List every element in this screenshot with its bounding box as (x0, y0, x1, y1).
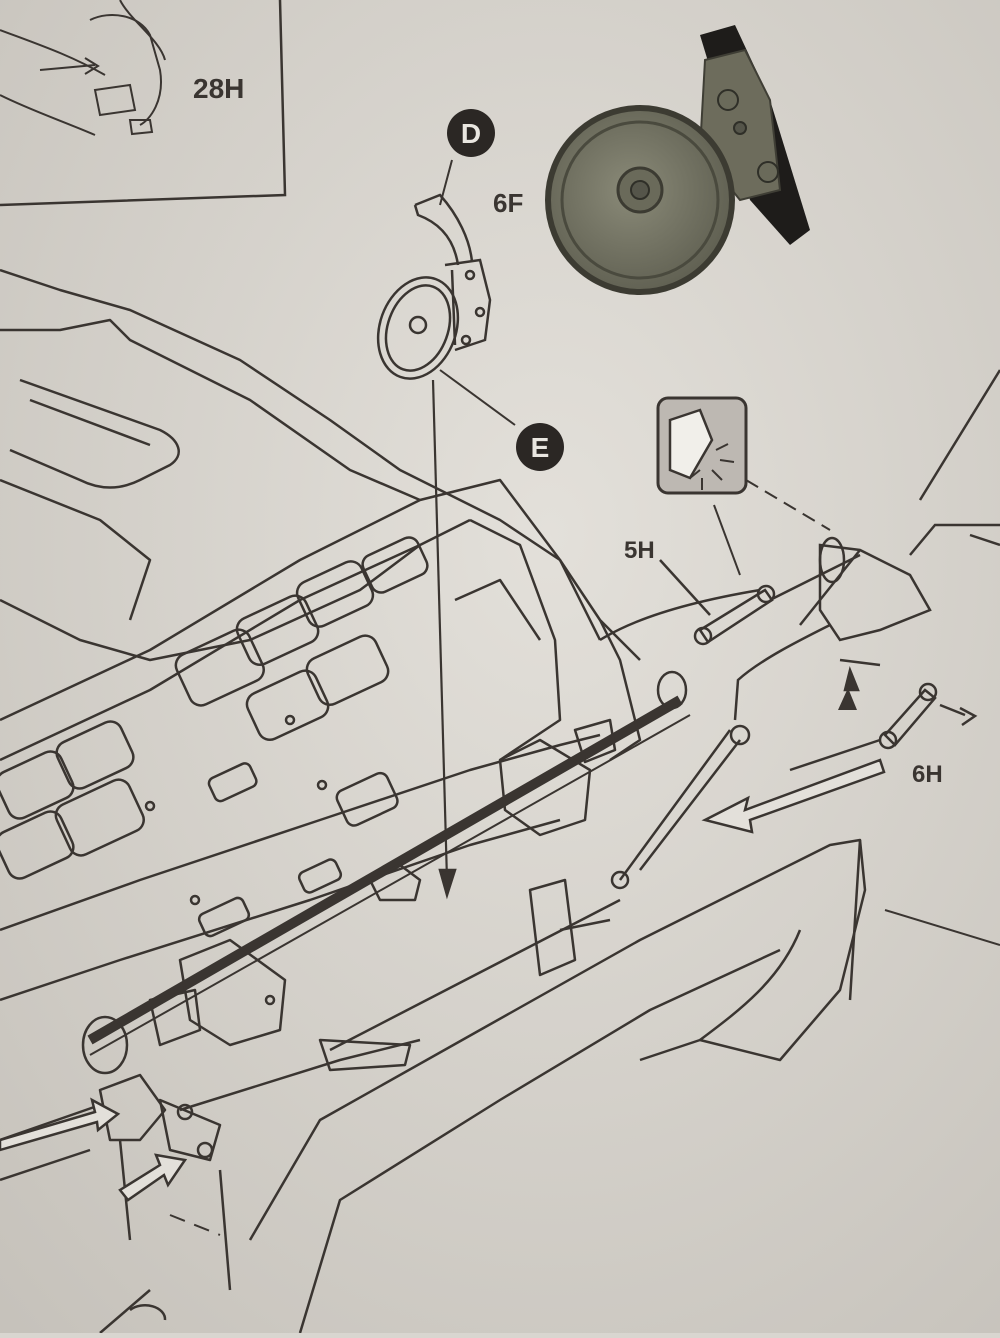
callout-e-letter: E (531, 432, 550, 463)
glue-tube-icon (656, 396, 748, 495)
horn-part-photo (545, 25, 810, 295)
callout-d-letter: D (461, 118, 481, 149)
part-label-5h: 5H (624, 537, 655, 564)
part-label-28h: 28H (193, 73, 244, 104)
chassis-illustration (0, 268, 867, 1334)
callout-d: D (447, 109, 495, 157)
assembly-arrows (0, 758, 886, 1202)
linkage-parts (599, 369, 1000, 772)
part-label-6h: 6H (912, 761, 943, 788)
pointer-arrow (838, 688, 857, 710)
callout-e: E (516, 423, 564, 471)
part-label-6f: 6F (493, 188, 523, 218)
glue-leader-lines (713, 479, 831, 576)
dashed-leaders (169, 909, 1000, 1236)
inset-box-28h (0, 0, 287, 207)
horn-drawing (376, 159, 516, 900)
